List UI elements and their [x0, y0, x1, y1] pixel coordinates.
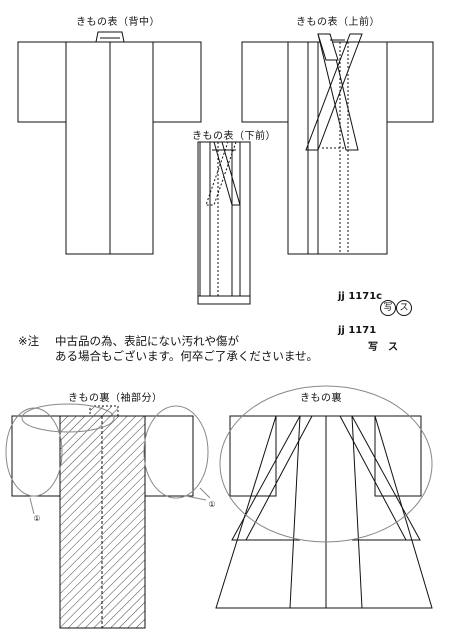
code-c: jj 1171c — [338, 291, 383, 302]
stamp-mark-1: 写 — [380, 300, 396, 316]
kimono-lining-view — [199, 385, 433, 609]
front-left-sleeve — [241, 41, 289, 123]
note-line-2: ある場合もございます。何卒ご了承くださいませ。 — [55, 349, 319, 363]
front-right-sleeve — [386, 41, 434, 123]
stain-marker-left: ① — [33, 514, 41, 523]
stamp-mark-2: ス — [396, 300, 412, 316]
label-front-back-center: きもの表（背中） — [76, 17, 160, 28]
label-front-lower: きもの表（下前） — [192, 131, 276, 142]
kimono-front-upper-view — [241, 33, 434, 255]
lining-right-sleeve — [374, 415, 422, 497]
lining-sleeve-right — [144, 415, 194, 497]
lining-body — [215, 415, 433, 609]
lining-left-sleeve — [229, 415, 277, 497]
kimono-lining-sleeve-view — [5, 403, 209, 629]
label-front-upper: きもの表（上前） — [296, 17, 380, 28]
front-body — [287, 41, 388, 255]
back-left-sleeve — [17, 41, 67, 123]
note-line-1: 中古品の為、表記にない汚れや傷が — [55, 334, 239, 348]
back-right-sleeve — [152, 41, 202, 123]
code-plain: jj 1171 — [338, 325, 377, 336]
note-prefix: ※注 — [18, 334, 40, 348]
code-plain-marks: 写 ス — [368, 342, 398, 353]
back-collar — [95, 31, 125, 43]
label-lining: きもの裏 — [300, 393, 342, 404]
stain-marker-right: ① — [208, 500, 216, 509]
lower-body — [197, 141, 251, 305]
label-lining-sleeve: きもの裏（袖部分） — [68, 393, 163, 404]
kimono-back-view — [17, 31, 202, 255]
kimono-front-lower-view — [197, 141, 251, 305]
